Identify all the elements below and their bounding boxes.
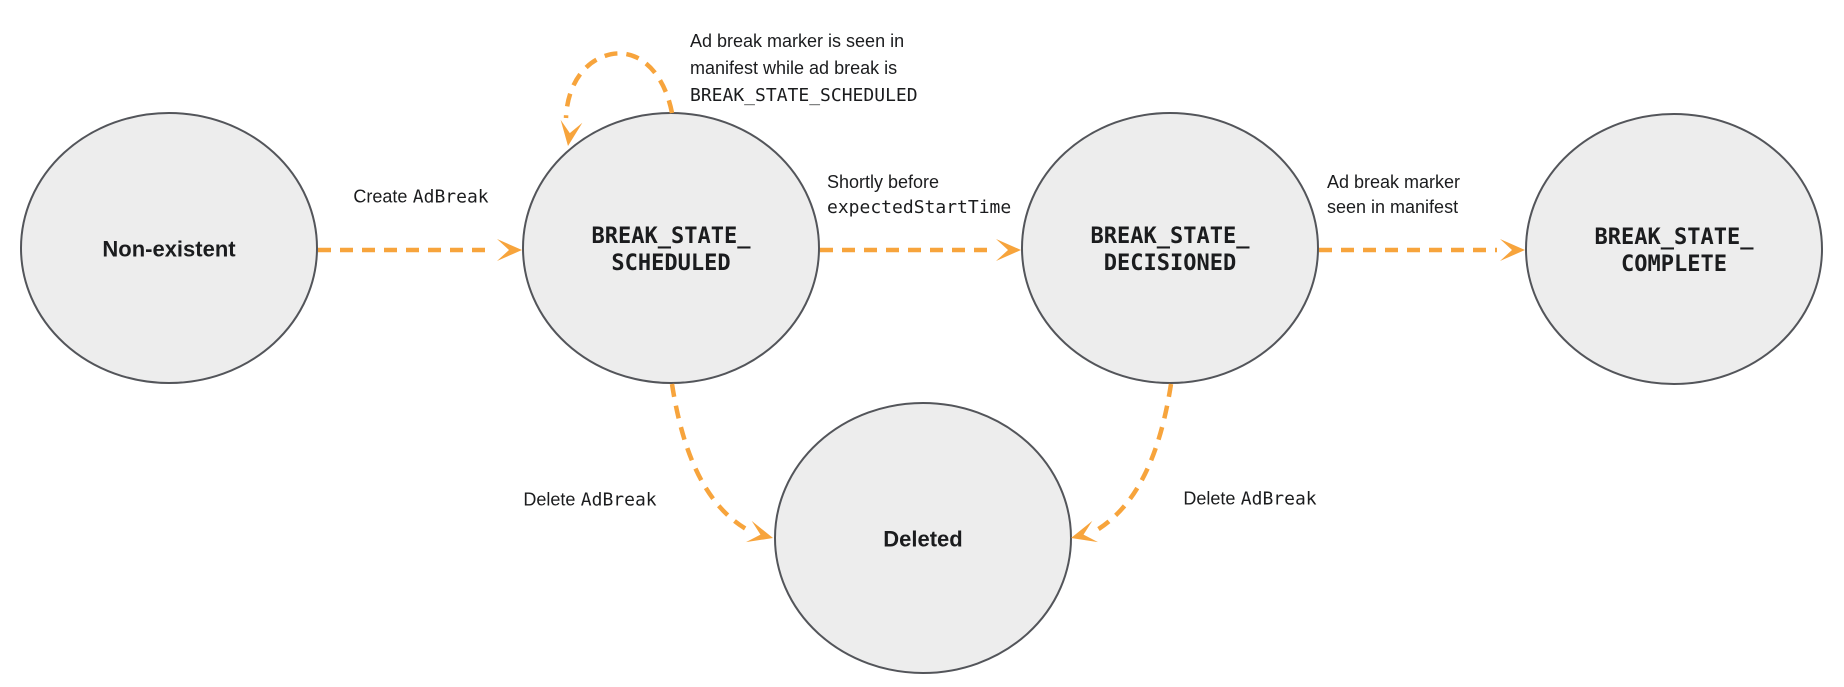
state-ellipse-complete — [1525, 113, 1823, 385]
transition-label-line2: seen in manifest — [1327, 197, 1459, 217]
transition-label-shortly-before: Shortly before expectedStartTime — [827, 170, 1011, 220]
arrowhead — [746, 520, 773, 543]
edge-path — [1095, 383, 1174, 532]
edge-path — [563, 51, 675, 119]
arrowhead — [560, 119, 583, 146]
transition-action-text: Delete — [1183, 488, 1236, 509]
transition-arrow-create-adbreak — [318, 239, 522, 261]
arrowhead — [1071, 520, 1098, 543]
state-label-decisioned: BREAK_STATE_ DECISIONED — [1091, 223, 1250, 277]
transition-arrow-scheduled-to-decisioned — [820, 239, 1021, 261]
transition-label-line1: Ad break marker — [1327, 172, 1461, 192]
state-label-non-existent: Non-existent — [102, 236, 236, 262]
transition-label-self-loop: Ad break marker is seen in manifest whil… — [690, 28, 918, 109]
transition-label-code-line: BREAK_STATE_SCHEDULED — [690, 85, 918, 106]
transition-action-text: Delete — [523, 489, 576, 510]
transition-arrow-scheduled-to-deleted — [669, 383, 773, 543]
arrowhead — [497, 239, 522, 261]
arrowhead — [1500, 239, 1525, 261]
state-label-line2: COMPLETE — [1621, 252, 1727, 277]
state-label-deleted: Deleted — [883, 526, 963, 552]
transition-action-text: Create — [353, 186, 408, 207]
state-label-line2: SCHEDULED — [611, 251, 731, 276]
edge-path — [669, 383, 748, 531]
transition-arrow-decisioned-to-deleted — [1071, 383, 1174, 543]
transition-label-line1: Ad break marker is seen in — [690, 31, 905, 51]
transition-label-line2: manifest while ad break is — [690, 58, 898, 78]
transition-label-code-line: expectedStartTime — [827, 197, 1012, 218]
transition-label-marker-seen: Ad break marker seen in manifest — [1327, 170, 1460, 220]
state-label-line1: BREAK_STATE_ — [1594, 225, 1754, 250]
state-label-line2: DECISIONED — [1103, 251, 1237, 276]
transition-arrow-self-loop-scheduled — [560, 51, 675, 146]
transition-code-text: AdBreak — [580, 489, 657, 511]
state-ellipse-non-existent — [20, 112, 318, 384]
transition-code-text: AdBreak — [1240, 488, 1317, 510]
state-label-scheduled: BREAK_STATE_ SCHEDULED — [592, 223, 751, 277]
transition-label-line1: Shortly before — [827, 172, 940, 192]
arrowhead — [996, 239, 1021, 261]
state-ellipse-decisioned — [1021, 112, 1319, 384]
transition-arrow-decisioned-to-complete — [1319, 239, 1525, 261]
state-label-complete: BREAK_STATE_ COMPLETE — [1595, 224, 1754, 278]
state-label-line1: BREAK_STATE_ — [1090, 224, 1250, 249]
transition-code-text: AdBreak — [412, 186, 489, 208]
state-label-line1: BREAK_STATE_ — [591, 224, 751, 249]
